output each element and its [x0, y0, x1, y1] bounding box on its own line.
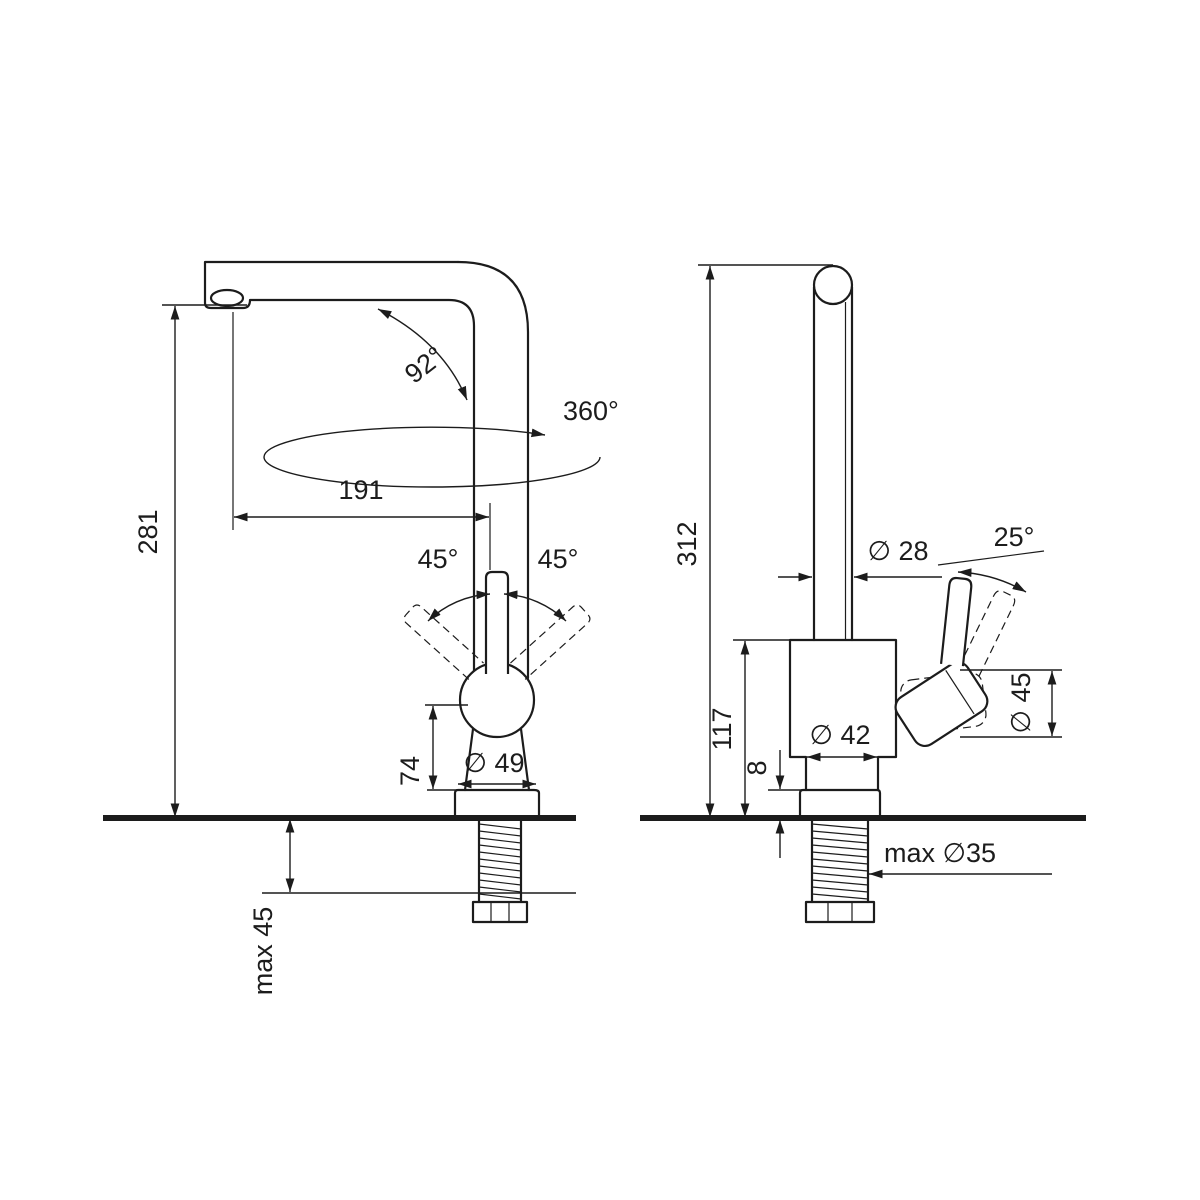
body-side — [788, 638, 898, 820]
nut-side — [804, 900, 876, 924]
aerator-tip — [209, 288, 245, 308]
dim-8-label: 8 — [742, 760, 772, 775]
dim-45d-label: ∅ 45 — [1006, 672, 1036, 733]
pipe-top-cap — [812, 264, 854, 306]
dim-191-extensions — [232, 312, 491, 570]
shank-front — [471, 816, 529, 924]
swivel-ellipse — [263, 426, 601, 488]
dim-74-label: 74 — [395, 756, 425, 786]
pipe-sides — [812, 285, 854, 642]
nut-facets-side — [827, 902, 853, 922]
spout-front — [203, 260, 530, 680]
dim-117: 117 — [707, 639, 790, 817]
dim-74: 74 — [395, 704, 468, 791]
dim-25-reference-line — [937, 550, 1045, 566]
dim-281-label: 281 — [133, 509, 163, 554]
body-front — [453, 661, 541, 820]
spout-inner-outline — [203, 260, 476, 674]
arc-45-right — [503, 590, 567, 622]
handle-knob-edge — [945, 670, 975, 715]
handle-lever-ghost — [958, 590, 1016, 677]
dim-117-label: 117 — [707, 707, 737, 750]
dim-45-left-label: 45° — [418, 544, 459, 574]
dim-191-label: 191 — [338, 475, 383, 505]
handle-lever — [939, 576, 973, 667]
handle-side — [894, 576, 989, 748]
handle-tilt-ghosts — [403, 604, 591, 680]
dim-312: 312 — [672, 264, 833, 817]
dim-max45-label: max 45 — [248, 907, 278, 996]
dim-28-label: ∅ 28 — [867, 536, 928, 566]
dim-25: 25° — [937, 522, 1045, 593]
dim-92-label: 92° — [399, 341, 450, 390]
shank-side — [804, 816, 876, 924]
dim-49: ∅ 49 — [458, 748, 536, 789]
dim-max45: max 45 — [248, 819, 576, 995]
dim-312-label: 312 — [672, 521, 702, 566]
thread-hatch-side — [811, 823, 869, 900]
dim-360-label: 360° — [563, 396, 619, 426]
shank-sides-front — [477, 816, 523, 904]
dim-49-label: ∅ 49 — [463, 748, 524, 778]
dim-45-right-label: 45° — [538, 544, 579, 574]
handle-angle-arcs — [427, 590, 567, 622]
dim-45d: ∅ 45 — [960, 669, 1062, 738]
arc-92 — [377, 308, 468, 401]
dim-74-extensions — [425, 704, 468, 791]
front-view: 281 191 92° 360° 45° 45° 74 ∅ 49 — [103, 260, 619, 995]
dim-max35-label: max ∅35 — [884, 838, 996, 868]
dim-191: 191 — [232, 312, 491, 570]
handle-ghost-right — [510, 604, 591, 680]
arc-25 — [957, 568, 1027, 593]
ball-joint — [458, 661, 536, 739]
handle-knob — [894, 661, 989, 748]
handle-front — [484, 570, 510, 674]
arc-45-left — [427, 590, 491, 622]
dim-25-label: 25° — [994, 522, 1035, 552]
base-plate-front — [453, 788, 541, 820]
dim-281: 281 — [133, 304, 247, 817]
thread-hatch-front — [478, 823, 522, 900]
body-outline-side — [788, 638, 898, 792]
nut-facets-front — [490, 902, 510, 922]
dim-42: ∅ 42 — [807, 720, 877, 762]
dim-max35: max ∅35 — [869, 838, 1052, 879]
pipe-side — [812, 264, 854, 642]
dim-42-label: ∅ 42 — [809, 720, 870, 750]
dim-45d-extensions — [960, 669, 1062, 738]
shank-sides-side — [810, 816, 870, 904]
spout-outer-outline — [456, 260, 530, 680]
base-plate-side — [798, 788, 882, 820]
swivel-ellipse-top — [263, 426, 546, 458]
dim-8: 8 — [742, 750, 804, 858]
side-view: 25° 312 ∅ 28 117 — [640, 264, 1086, 924]
swivel-ellipse-bottom — [263, 456, 601, 488]
dim-28: ∅ 28 — [778, 536, 942, 582]
nut-front — [471, 900, 529, 924]
handle-ghost-left — [403, 604, 484, 680]
